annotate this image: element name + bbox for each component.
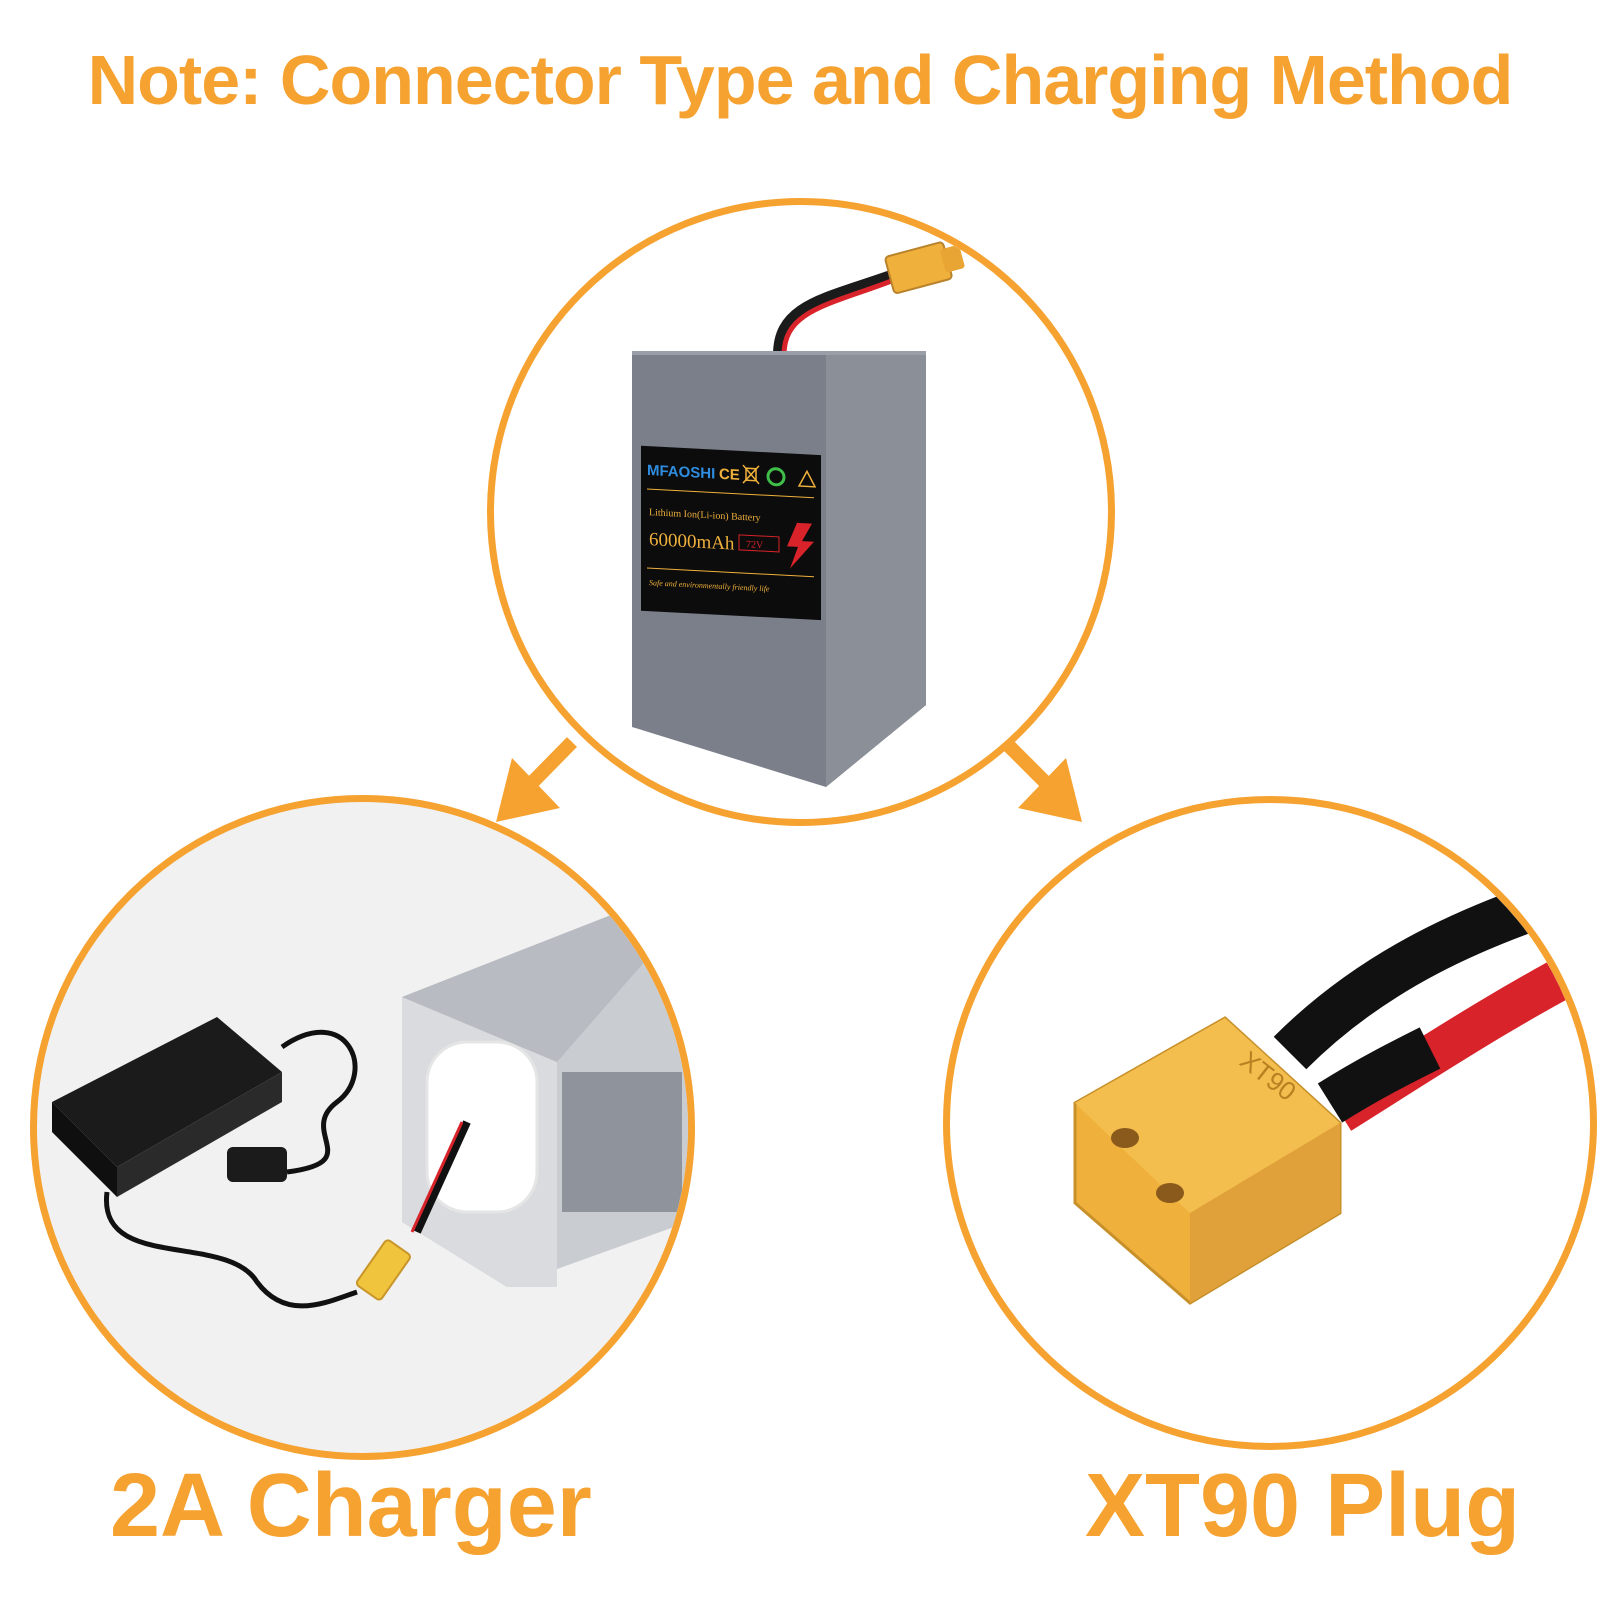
xt90-plug-icon: XT90 bbox=[1073, 1016, 1342, 1305]
arrow-down-left-icon bbox=[496, 737, 577, 822]
capacity-text: 60000mAh bbox=[649, 529, 735, 554]
plug-circle: XT90 bbox=[943, 796, 1597, 1450]
battery-label: MFAOSHI CE Lithium Ion(Li-ion) Battery 6… bbox=[641, 445, 821, 621]
voltage-text: 72V bbox=[746, 539, 764, 551]
charger-illustration bbox=[52, 897, 688, 1309]
brand-text: MFAOSHI bbox=[647, 462, 715, 483]
battery-circle: MFAOSHI CE Lithium Ion(Li-ion) Battery 6… bbox=[487, 198, 1115, 826]
caption-charger: 2A Charger bbox=[110, 1456, 592, 1556]
xt90-connector-icon bbox=[355, 1239, 411, 1301]
caption-plug: XT90 Plug bbox=[1085, 1456, 1521, 1556]
battery-illustration: MFAOSHI CE Lithium Ion(Li-ion) Battery 6… bbox=[632, 241, 965, 787]
weee-bin-icon bbox=[742, 464, 760, 485]
ce-mark: CE bbox=[719, 466, 740, 484]
charger-brick bbox=[52, 1017, 282, 1167]
wall-plug-icon bbox=[227, 1147, 287, 1182]
plug-illustration: XT90 bbox=[1073, 864, 1590, 1305]
arrow-down-right-icon bbox=[1000, 737, 1082, 822]
warning-icon bbox=[797, 469, 817, 488]
lightning-icon bbox=[787, 522, 814, 569]
headline: Note: Connector Type and Charging Method bbox=[87, 41, 1514, 119]
charger-circle bbox=[30, 795, 695, 1460]
recycle-icon bbox=[766, 467, 786, 487]
xt90-connector-icon bbox=[884, 241, 965, 294]
